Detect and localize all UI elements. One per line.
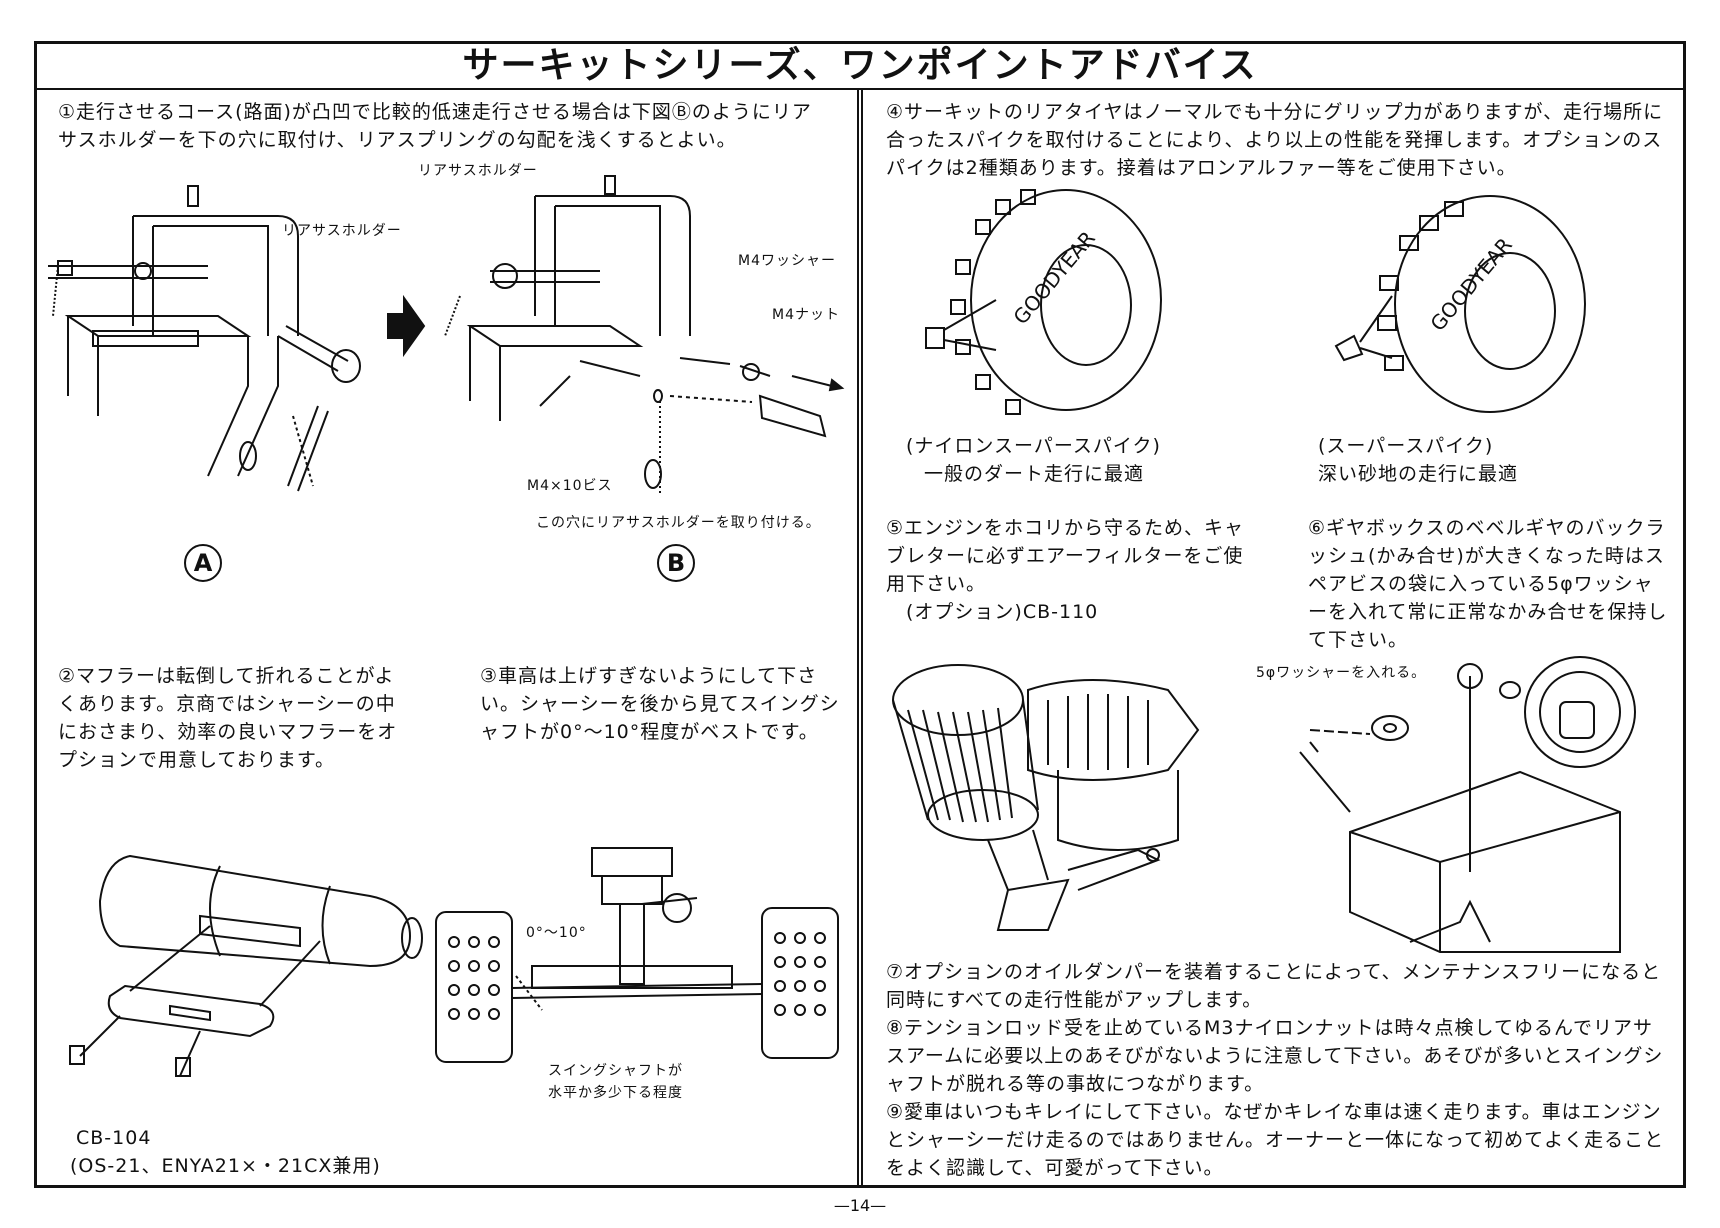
svg-text:GOODYEAR: GOODYEAR [1425, 233, 1517, 336]
tip-6: ⑥ギヤボックスのベベルギヤのバックラッシュ(かみ合せ)が大きくなった時はスペアビ… [1308, 517, 1668, 651]
nylon-spike-use: 一般のダート走行に最適 [924, 463, 1145, 485]
label-m4-washer: M4ワッシャー [738, 253, 836, 269]
super-spike-tire: GOODYEAR [1334, 195, 1586, 413]
page-number: —14— [833, 1196, 887, 1215]
tip-9: ⑨愛車はいつもキレイにして下さい。なぜかキレイな車は速く走ります。車はエンジンと… [886, 1101, 1665, 1179]
muffler-code: CB-104 [76, 1127, 152, 1149]
column-divider [857, 88, 863, 1185]
muffler-illustration [69, 854, 423, 1077]
tip-4: ④サーキットのリアタイヤはノーマルでも十分にグリップ力がありますが、走行場所に合… [886, 101, 1664, 179]
label-washer-note: 5φワッシャーを入れる。 [1256, 665, 1427, 681]
rear-sus-figure-b [444, 175, 845, 496]
nylon-spike-tire: GOODYEAR [925, 189, 1162, 415]
tip-7: ⑦オプションのオイルダンパーを装着することによって、メンテナンスフリーになると同… [886, 961, 1662, 1011]
svg-text:GOODYEAR: GOODYEAR [1008, 226, 1100, 329]
muffler-compat: (OS-21、ENYA21×・21CX兼用) [70, 1155, 381, 1177]
gearbox-illustration [1299, 656, 1636, 953]
label-m4-nut: M4ナット [772, 307, 840, 323]
figure-a-label: A [184, 544, 222, 582]
arrow-a-to-b [387, 294, 426, 358]
tip-1: ①走行させるコース(路面)が凸凹で比較的低速走行させる場合は下図Ⓑのようにリアサ… [58, 101, 812, 151]
tip-5: ⑤エンジンをホコリから守るため、キャブレターに必ずエアーフィルターをご使用下さい… [886, 517, 1245, 595]
tip-5-option: (オプション)CB-110 [906, 601, 1099, 623]
nylon-spike-name: (ナイロンスーパースパイク) [906, 435, 1161, 457]
air-filter-illustration [892, 664, 1200, 931]
page-title: サーキットシリーズ、ワンポイントアドバイス [37, 44, 1683, 90]
tip-2: ②マフラーは転倒して折れることがよくあります。京商ではシャーシーの中におさまり、… [58, 665, 398, 771]
super-spike-use: 深い砂地の走行に最適 [1318, 463, 1519, 485]
label-swing-note-1: スイングシャフトが [548, 1063, 683, 1079]
car-rear-view [435, 847, 839, 1063]
figure-b-label: B [657, 544, 695, 582]
page-frame: サーキットシリーズ、ワンポイントアドバイス [34, 41, 1686, 1188]
label-rear-sus-holder-a: リアサスホルダー [282, 223, 402, 239]
label-swing-note-2: 水平か多少下る程度 [548, 1085, 683, 1101]
tip-3: ③車高は上げすぎないようにして下さい。シャーシーを後から見てスイングシャフトが0… [480, 665, 840, 743]
label-hole-note: この穴にリアサスホルダーを取り付ける。 [536, 515, 821, 531]
label-angle: 0°〜10° [526, 925, 587, 941]
label-m4x10-screw: M4×10ビス [527, 478, 613, 494]
tip-8: ⑧テンションロッド受を止めているM3ナイロンナットは時々点検してゆるんでリアサス… [886, 1017, 1664, 1095]
label-rear-sus-holder-b: リアサスホルダー [418, 163, 538, 179]
super-spike-name: (スーパースパイク) [1318, 435, 1494, 457]
rear-sus-figure-a [48, 185, 361, 492]
